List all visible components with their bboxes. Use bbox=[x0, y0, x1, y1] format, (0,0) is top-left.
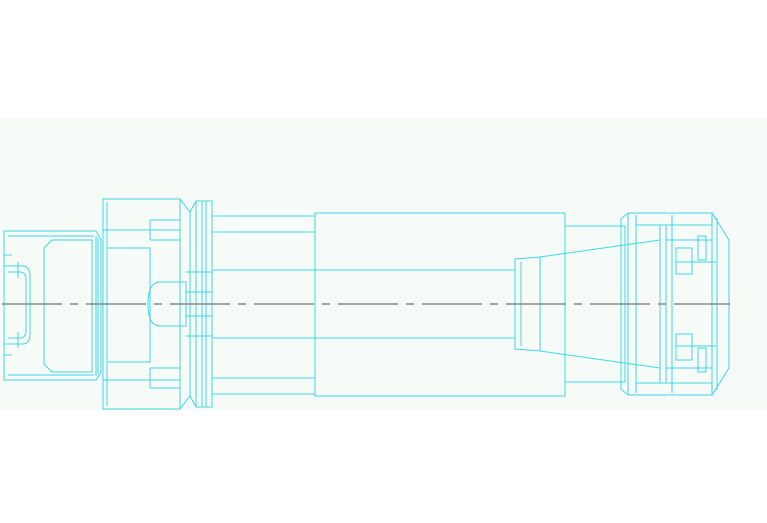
hsk-taper-shank bbox=[3, 230, 102, 381]
drawing-band bbox=[0, 118, 767, 410]
collet-nut bbox=[565, 212, 730, 396]
holder-body bbox=[212, 212, 661, 397]
